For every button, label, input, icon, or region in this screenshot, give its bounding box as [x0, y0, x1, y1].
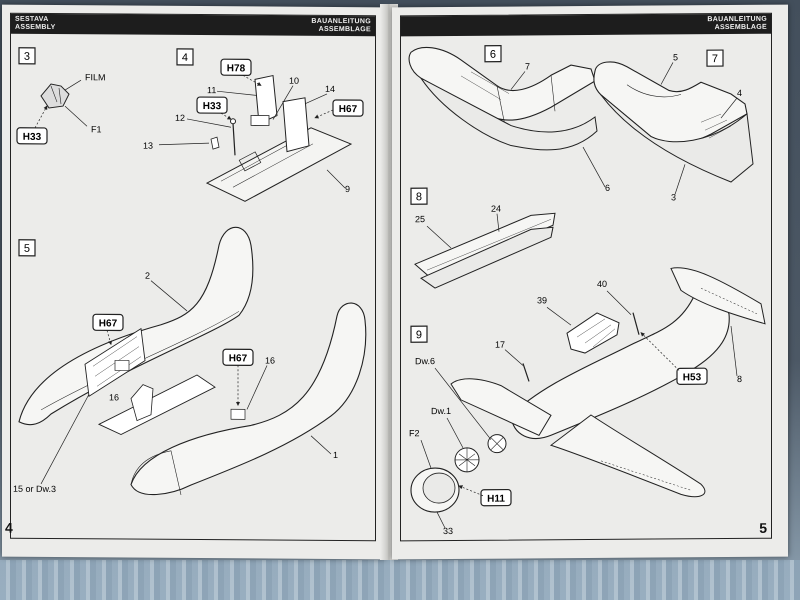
svg-text:17: 17 — [495, 340, 505, 350]
cockpit-assembly — [97, 374, 216, 435]
page-number-right: 5 — [759, 519, 767, 536]
step-7-box — [706, 49, 724, 67]
step-3-group: 3 FILM F1 H33 — [16, 47, 106, 145]
svg-text:11: 11 — [207, 85, 216, 95]
page-frame: SESTAVA ASSEMBLY BAUANLEITUNG ASSEMBLAGE… — [5, 12, 376, 542]
svg-text:H67: H67 — [229, 353, 248, 364]
svg-text:Dw.1: Dw.1 — [431, 406, 451, 416]
page-number-left: 4 — [5, 519, 13, 536]
svg-text:H67: H67 — [99, 318, 118, 329]
fuselage-half-part-1 — [130, 302, 367, 496]
step-9-box — [410, 325, 428, 343]
callout-h11 — [480, 488, 512, 507]
step-3-number: 3 — [24, 51, 30, 63]
seat-part-11 — [254, 74, 278, 125]
svg-text:H33: H33 — [23, 132, 42, 143]
step-6-box — [484, 45, 502, 63]
svg-text:H67: H67 — [339, 104, 358, 115]
svg-text:10: 10 — [289, 76, 299, 86]
svg-text:12: 12 — [175, 113, 185, 123]
svg-text:Dw.6: Dw.6 — [415, 356, 435, 366]
part-16-small — [230, 408, 246, 420]
cockpit-floor-part-9 — [205, 127, 353, 202]
svg-text:H78: H78 — [227, 63, 246, 74]
svg-text:7: 7 — [525, 61, 530, 71]
instruction-page-right: BAUANLEITUNG ASSEMBLAGE 6 7 6 — [392, 4, 788, 560]
tailplane-part-8 — [670, 267, 766, 325]
page-frame-right: BAUANLEITUNG ASSEMBLAGE 6 7 6 — [400, 12, 772, 542]
svg-text:9: 9 — [416, 329, 422, 341]
svg-text:2: 2 — [145, 271, 150, 281]
step-7-group: 7 5 4 3 — [593, 49, 754, 202]
wing-lower-part-6 — [420, 77, 598, 151]
step-8-box — [410, 187, 428, 205]
svg-text:39: 39 — [537, 295, 547, 305]
canopy-half-part-25 — [414, 212, 556, 279]
svg-text:3: 3 — [671, 192, 676, 202]
step-4-box — [176, 48, 194, 66]
fuselage-half-part-2 — [18, 226, 254, 426]
callout-h33-step3 — [16, 127, 48, 145]
pedal-part-13 — [210, 136, 220, 150]
wing-assembly-top — [593, 61, 748, 144]
step-8-group: 8 24 25 — [410, 187, 556, 289]
step-3-box — [18, 47, 36, 65]
bulkhead-part-12 — [282, 97, 310, 153]
svg-text:24: 24 — [491, 204, 501, 214]
control-stick-part-14 — [232, 123, 236, 156]
svg-text:5: 5 — [673, 52, 678, 62]
canopy-part-39 — [566, 312, 620, 354]
svg-text:1: 1 — [333, 450, 338, 460]
antenna-part-40 — [632, 312, 640, 335]
canopy-half-part-24 — [419, 226, 554, 289]
callout-h33-step4 — [196, 96, 228, 114]
svg-text:H33: H33 — [203, 101, 222, 112]
svg-text:9: 9 — [345, 184, 350, 194]
svg-text:40: 40 — [597, 279, 607, 289]
svg-text:13: 13 — [143, 141, 153, 151]
svg-text:7: 7 — [712, 53, 718, 65]
svg-text:H53: H53 — [683, 372, 702, 383]
label-f1: F1 — [91, 124, 102, 134]
callout-h53 — [676, 367, 708, 385]
svg-text:16: 16 — [265, 355, 275, 365]
wing-lower-part-3 — [600, 94, 754, 183]
svg-text:15 or Dw.3: 15 or Dw.3 — [13, 484, 56, 494]
left-page-drawings: 3 FILM F1 H33 4 — [13, 47, 367, 496]
callout-h67-step5-a — [92, 313, 124, 332]
svg-text:6: 6 — [605, 183, 610, 193]
step-9-group: 9 — [409, 267, 766, 536]
instruction-page-left: SESTAVA ASSEMBLY BAUANLEITUNG ASSEMBLAGE… — [2, 4, 386, 560]
table-cloth-strip — [0, 560, 800, 600]
part-17 — [522, 363, 530, 382]
svg-text:4: 4 — [182, 52, 188, 64]
step-5-group: 5 2 H67 — [13, 226, 367, 496]
step-4-group: 4 13 H78 11 — [143, 48, 364, 202]
svg-text:33: 33 — [443, 526, 453, 536]
step-6-group: 6 7 6 — [408, 45, 610, 193]
callout-h78 — [220, 58, 252, 76]
svg-text:16: 16 — [109, 392, 119, 402]
svg-text:5: 5 — [24, 243, 30, 255]
svg-text:H11: H11 — [487, 494, 505, 505]
svg-text:8: 8 — [737, 374, 742, 384]
svg-text:F2: F2 — [409, 428, 420, 438]
label-film: FILM — [85, 72, 106, 82]
wing-left — [450, 378, 552, 436]
svg-text:25: 25 — [415, 214, 425, 224]
step-5-box — [18, 239, 36, 257]
callout-h67-step4 — [332, 99, 364, 117]
svg-text:8: 8 — [416, 191, 422, 203]
svg-text:14: 14 — [325, 84, 335, 94]
svg-text:6: 6 — [490, 49, 496, 61]
svg-text:4: 4 — [737, 88, 742, 98]
wing-right — [549, 414, 706, 498]
wing-upper-part-7 — [408, 46, 596, 121]
right-page-drawings: 6 7 6 7 5 4 3 — [408, 45, 766, 536]
